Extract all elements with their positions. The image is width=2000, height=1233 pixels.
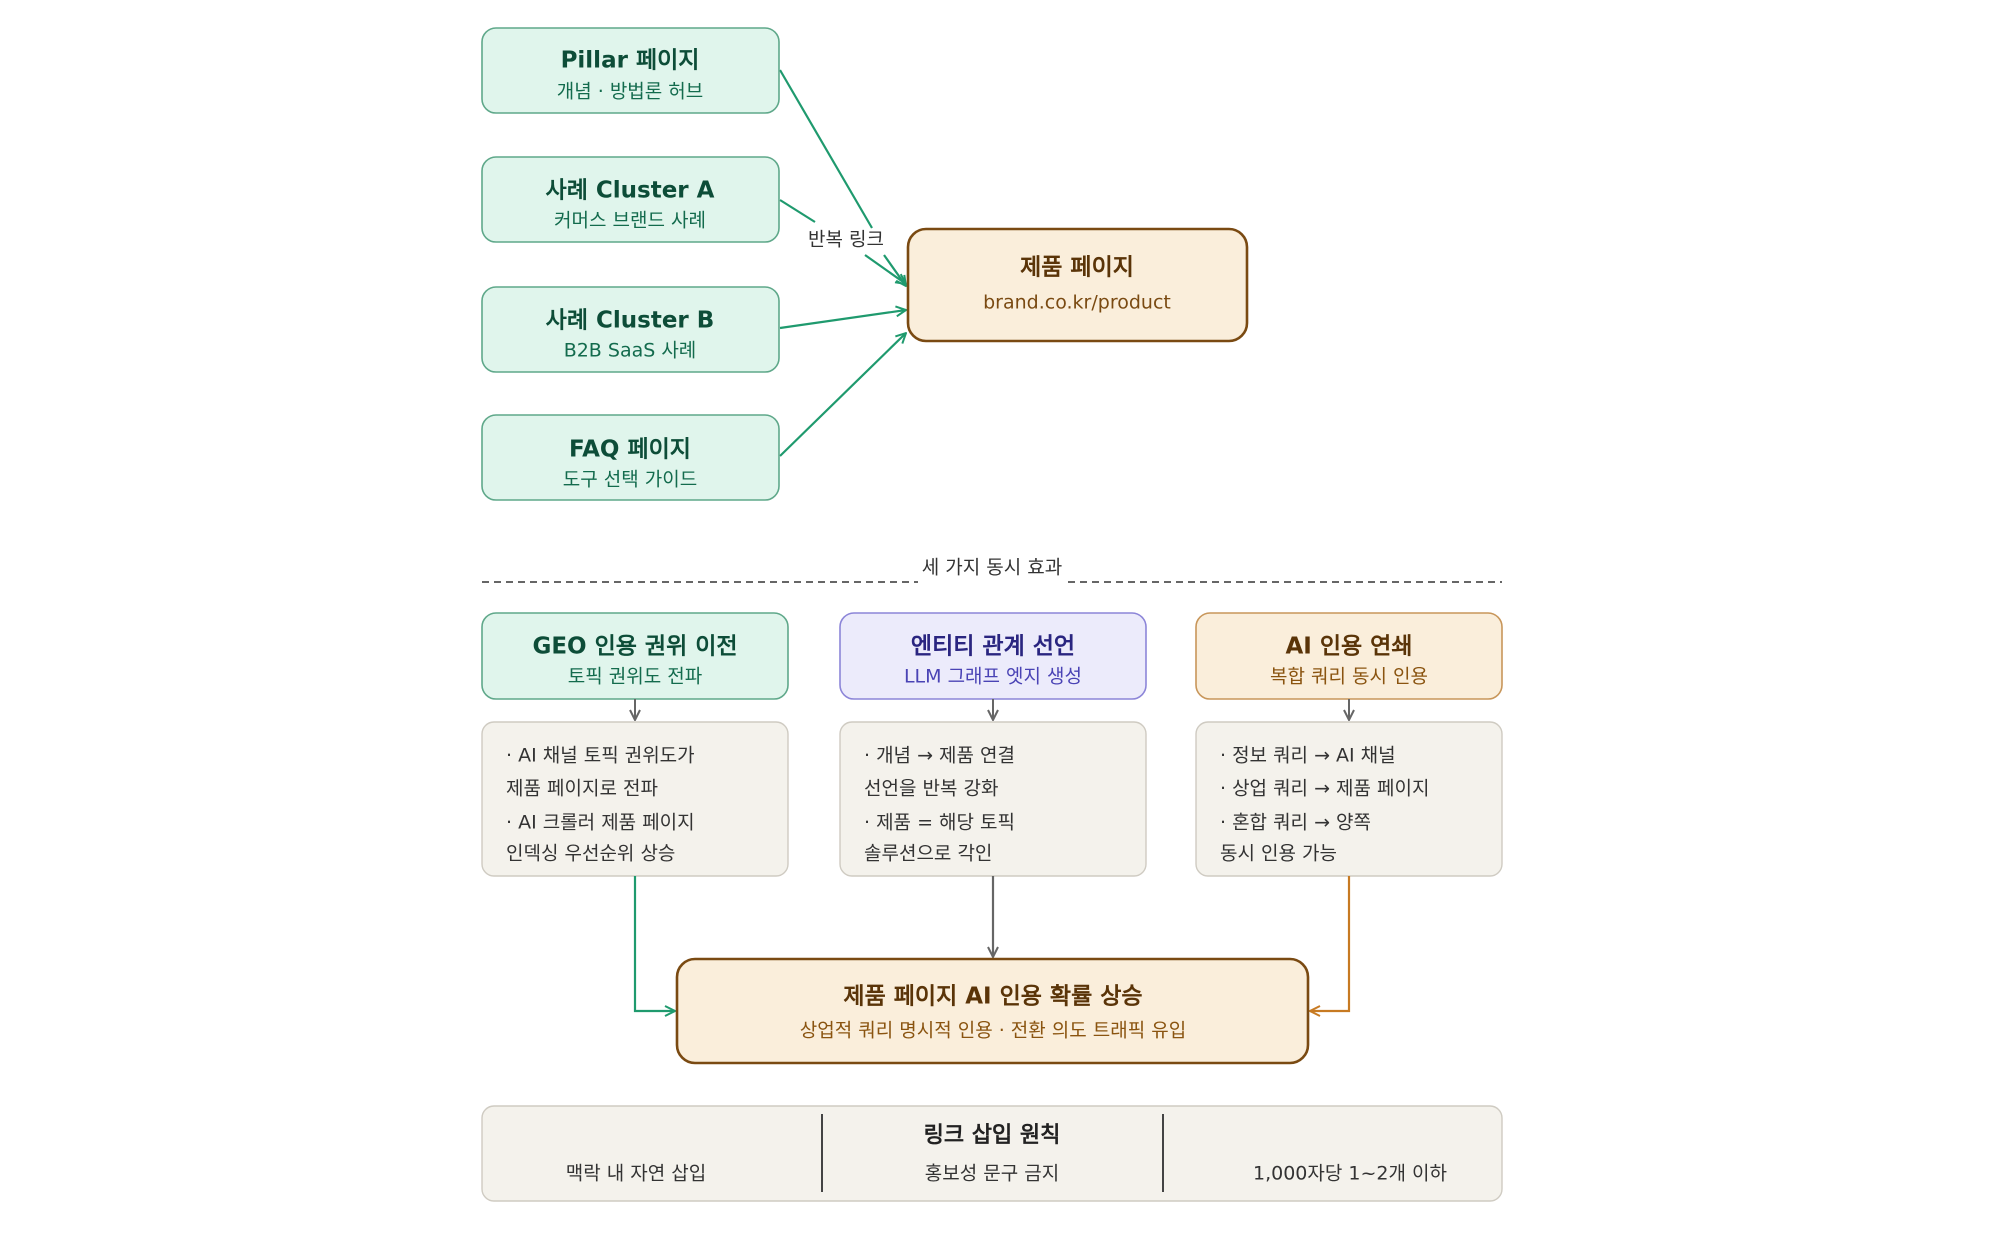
detail-line: · AI 크롤러 제품 페이지 (506, 812, 695, 834)
node-subtitle: 상업적 쿼리 명시적 인용 · 전환 의도 트래픽 유입 (800, 1020, 1186, 1042)
target-node-product-page[interactable]: 제품 페이지 brand.co.kr/product (906, 227, 1249, 343)
effect-node-geo[interactable]: GEO 인용 권위 이전 토픽 권위도 전파 (481, 612, 789, 700)
node-title: AI 인용 연쇄 (1285, 634, 1412, 660)
node-title: 사례 Cluster B (546, 308, 715, 334)
node-subtitle: 도구 선택 가이드 (563, 469, 697, 491)
edge-cluster-a-to-product-tail (864, 254, 906, 284)
source-node-cluster-b[interactable]: 사례 Cluster B B2B SaaS 사례 (481, 286, 780, 373)
node-title: 사례 Cluster A (546, 178, 715, 204)
effect-node-citation-chain[interactable]: AI 인용 연쇄 복합 쿼리 동시 인용 (1195, 612, 1503, 700)
detail-line: 선언을 반복 강화 (864, 778, 998, 800)
principle-item: 1,000자당 1~2개 이하 (1253, 1163, 1447, 1185)
edge-faq-to-product (779, 333, 906, 457)
detail-line: 인덱싱 우선순위 상승 (506, 843, 675, 865)
detail-box-geo: · AI 채널 토픽 권위도가 제품 페이지로 전파 · AI 크롤러 제품 페… (481, 721, 789, 877)
node-title: FAQ 페이지 (569, 437, 691, 463)
detail-box-citation-chain: · 정보 쿼리 → AI 채널 · 상업 쿼리 → 제품 페이지 · 혼합 쿼리… (1195, 721, 1503, 877)
detail-line: · 상업 쿼리 → 제품 페이지 (1220, 778, 1429, 800)
node-subtitle: brand.co.kr/product (983, 292, 1171, 314)
detail-line: · 혼합 쿼리 → 양쪽 (1220, 812, 1371, 834)
detail-line: 솔루션으로 각인 (864, 843, 992, 865)
section-divider: 세 가지 동시 효과 (482, 557, 1502, 583)
effect-node-entity[interactable]: 엔티티 관계 선언 LLM 그래프 엣지 생성 (839, 612, 1147, 700)
edge-cluster-a-to-product (779, 199, 816, 223)
result-node[interactable]: 제품 페이지 AI 인용 확률 상승 상업적 쿼리 명시적 인용 · 전환 의도… (675, 957, 1310, 1065)
detail-line: · AI 채널 토픽 권위도가 (506, 745, 695, 767)
detail-box-entity: · 개념 → 제품 연결 선언을 반복 강화 · 제품 = 해당 토픽 솔루션으… (839, 721, 1147, 877)
node-subtitle: 토픽 권위도 전파 (568, 666, 702, 688)
node-subtitle: 복합 쿼리 동시 인용 (1270, 666, 1428, 688)
node-title: Pillar 페이지 (561, 48, 700, 74)
source-node-cluster-a[interactable]: 사례 Cluster A 커머스 브랜드 사례 (481, 156, 780, 243)
node-subtitle: LLM 그래프 엣지 생성 (904, 666, 1082, 688)
edge-pillar-to-product (779, 69, 873, 229)
detail-line: 제품 페이지로 전파 (506, 778, 658, 800)
link-edges: 반복 링크 (779, 69, 906, 457)
edge-chain-to-result (1310, 876, 1351, 1011)
edge-label-repeat-link: 반복 링크 (808, 229, 884, 251)
principle-item: 홍보성 문구 금지 (925, 1163, 1059, 1185)
detail-line: · 개념 → 제품 연결 (864, 745, 1015, 767)
link-principles-panel: 링크 삽입 원칙 맥락 내 자연 삽입 홍보성 문구 금지 1,000자당 1~… (481, 1105, 1503, 1202)
node-title: 제품 페이지 (1020, 255, 1134, 281)
node-subtitle: B2B SaaS 사례 (564, 340, 697, 362)
node-subtitle: 개념 · 방법론 허브 (557, 81, 704, 103)
node-title: GEO 인용 권위 이전 (532, 634, 737, 660)
section-label: 세 가지 동시 효과 (922, 557, 1062, 579)
source-node-faq[interactable]: FAQ 페이지 도구 선택 가이드 (481, 414, 780, 501)
edge-geo-to-result (633, 876, 675, 1011)
node-title: 엔티티 관계 선언 (911, 634, 1075, 660)
detail-line: 동시 인용 가능 (1220, 843, 1337, 865)
detail-line: · 정보 쿼리 → AI 채널 (1220, 745, 1396, 767)
edge-cluster-b-to-product (779, 310, 906, 330)
principle-item: 맥락 내 자연 삽입 (566, 1163, 706, 1185)
source-node-pillar[interactable]: Pillar 페이지 개념 · 방법론 허브 (481, 27, 780, 114)
node-subtitle: 커머스 브랜드 사례 (554, 210, 706, 232)
detail-line: · 제품 = 해당 토픽 (864, 812, 1015, 834)
node-title: 제품 페이지 AI 인용 확률 상승 (843, 984, 1142, 1010)
principles-title: 링크 삽입 원칙 (924, 1123, 1061, 1148)
